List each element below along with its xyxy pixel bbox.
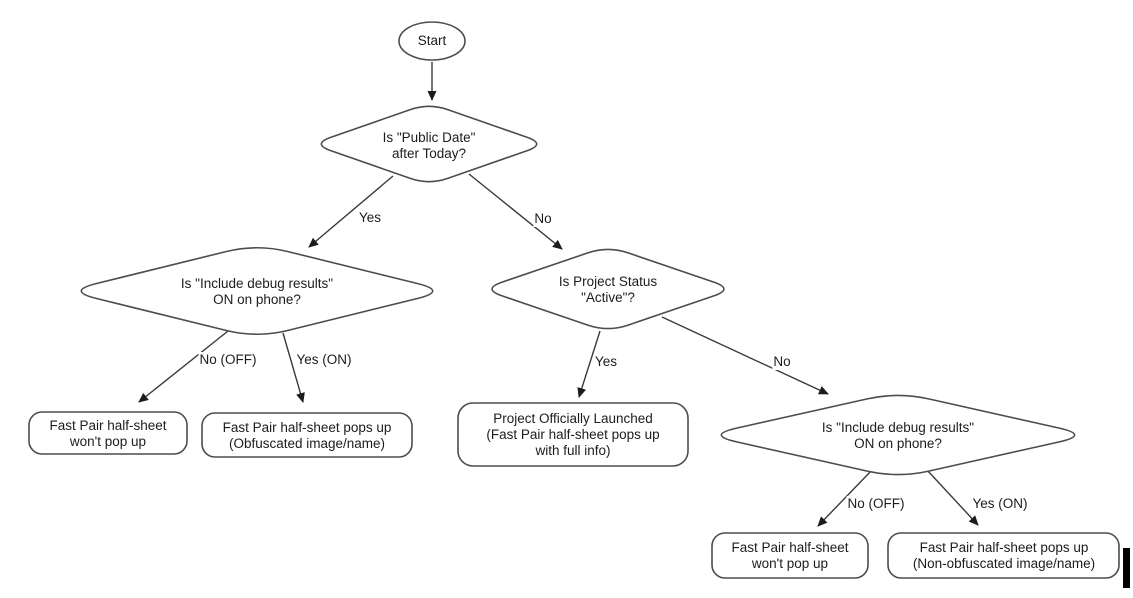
edge-label-debug-left-no: No (OFF): [198, 352, 258, 368]
edge-label-project-status-yes: Yes: [593, 354, 619, 370]
edge-project-status-yes: [577, 330, 601, 398]
decision-debug-left-shape: [80, 246, 434, 336]
edge-label-debug-right-no: No (OFF): [846, 496, 906, 512]
edge-debug-left-no: [138, 330, 229, 403]
start-label: Start: [417, 33, 447, 48]
result-no-popup-left-label: Fast Pair half-sheet won't pop up: [49, 418, 167, 449]
result-obfuscated-label: Fast Pair half-sheet pops up (Obfuscated…: [222, 420, 392, 451]
result-launched-label: Project Officially Launched (Fast Pair h…: [486, 411, 660, 458]
edge-label-public-date-no: No: [533, 211, 553, 227]
start-node-shape: [398, 21, 466, 61]
edge-label-debug-left-yes: Yes (ON): [295, 352, 353, 368]
decision-project-status-label: Is Project Status "Active"?: [558, 274, 658, 305]
edge-label-public-date-yes: Yes: [357, 210, 383, 226]
result-no-popup-right-label: Fast Pair half-sheet won't pop up: [731, 540, 849, 571]
edge-public-date-no: [468, 173, 563, 250]
edge-debug-left-yes: [282, 332, 305, 403]
result-non-obfuscated-label: Fast Pair half-sheet pops up (Non-obfusc…: [912, 540, 1096, 571]
result-no-popup-right-shape: [711, 532, 869, 579]
decision-debug-right-label: Is "Include debug results" ON on phone?: [821, 420, 975, 451]
text-cursor-bar: [1123, 548, 1130, 588]
decision-debug-left-label: Is "Include debug results" ON on phone?: [180, 276, 334, 307]
decision-public-date-label: Is "Public Date" after Today?: [382, 130, 476, 161]
decision-debug-right-shape: [720, 394, 1076, 476]
edge-debug-right-yes: [926, 469, 979, 526]
edge-label-project-status-no: No: [772, 354, 792, 370]
edge-label-debug-right-yes: Yes (ON): [971, 496, 1029, 512]
edge-project-status-no: [661, 316, 829, 395]
decision-public-date-shape: [320, 105, 538, 183]
edge-debug-right-no: [817, 469, 873, 527]
result-launched-shape: [457, 402, 689, 467]
edge-public-date-yes: [308, 175, 394, 248]
result-no-popup-left-shape: [28, 411, 188, 455]
result-non-obfuscated-shape: [887, 532, 1120, 579]
result-obfuscated-shape: [201, 412, 413, 458]
decision-project-status-shape: [491, 248, 725, 330]
